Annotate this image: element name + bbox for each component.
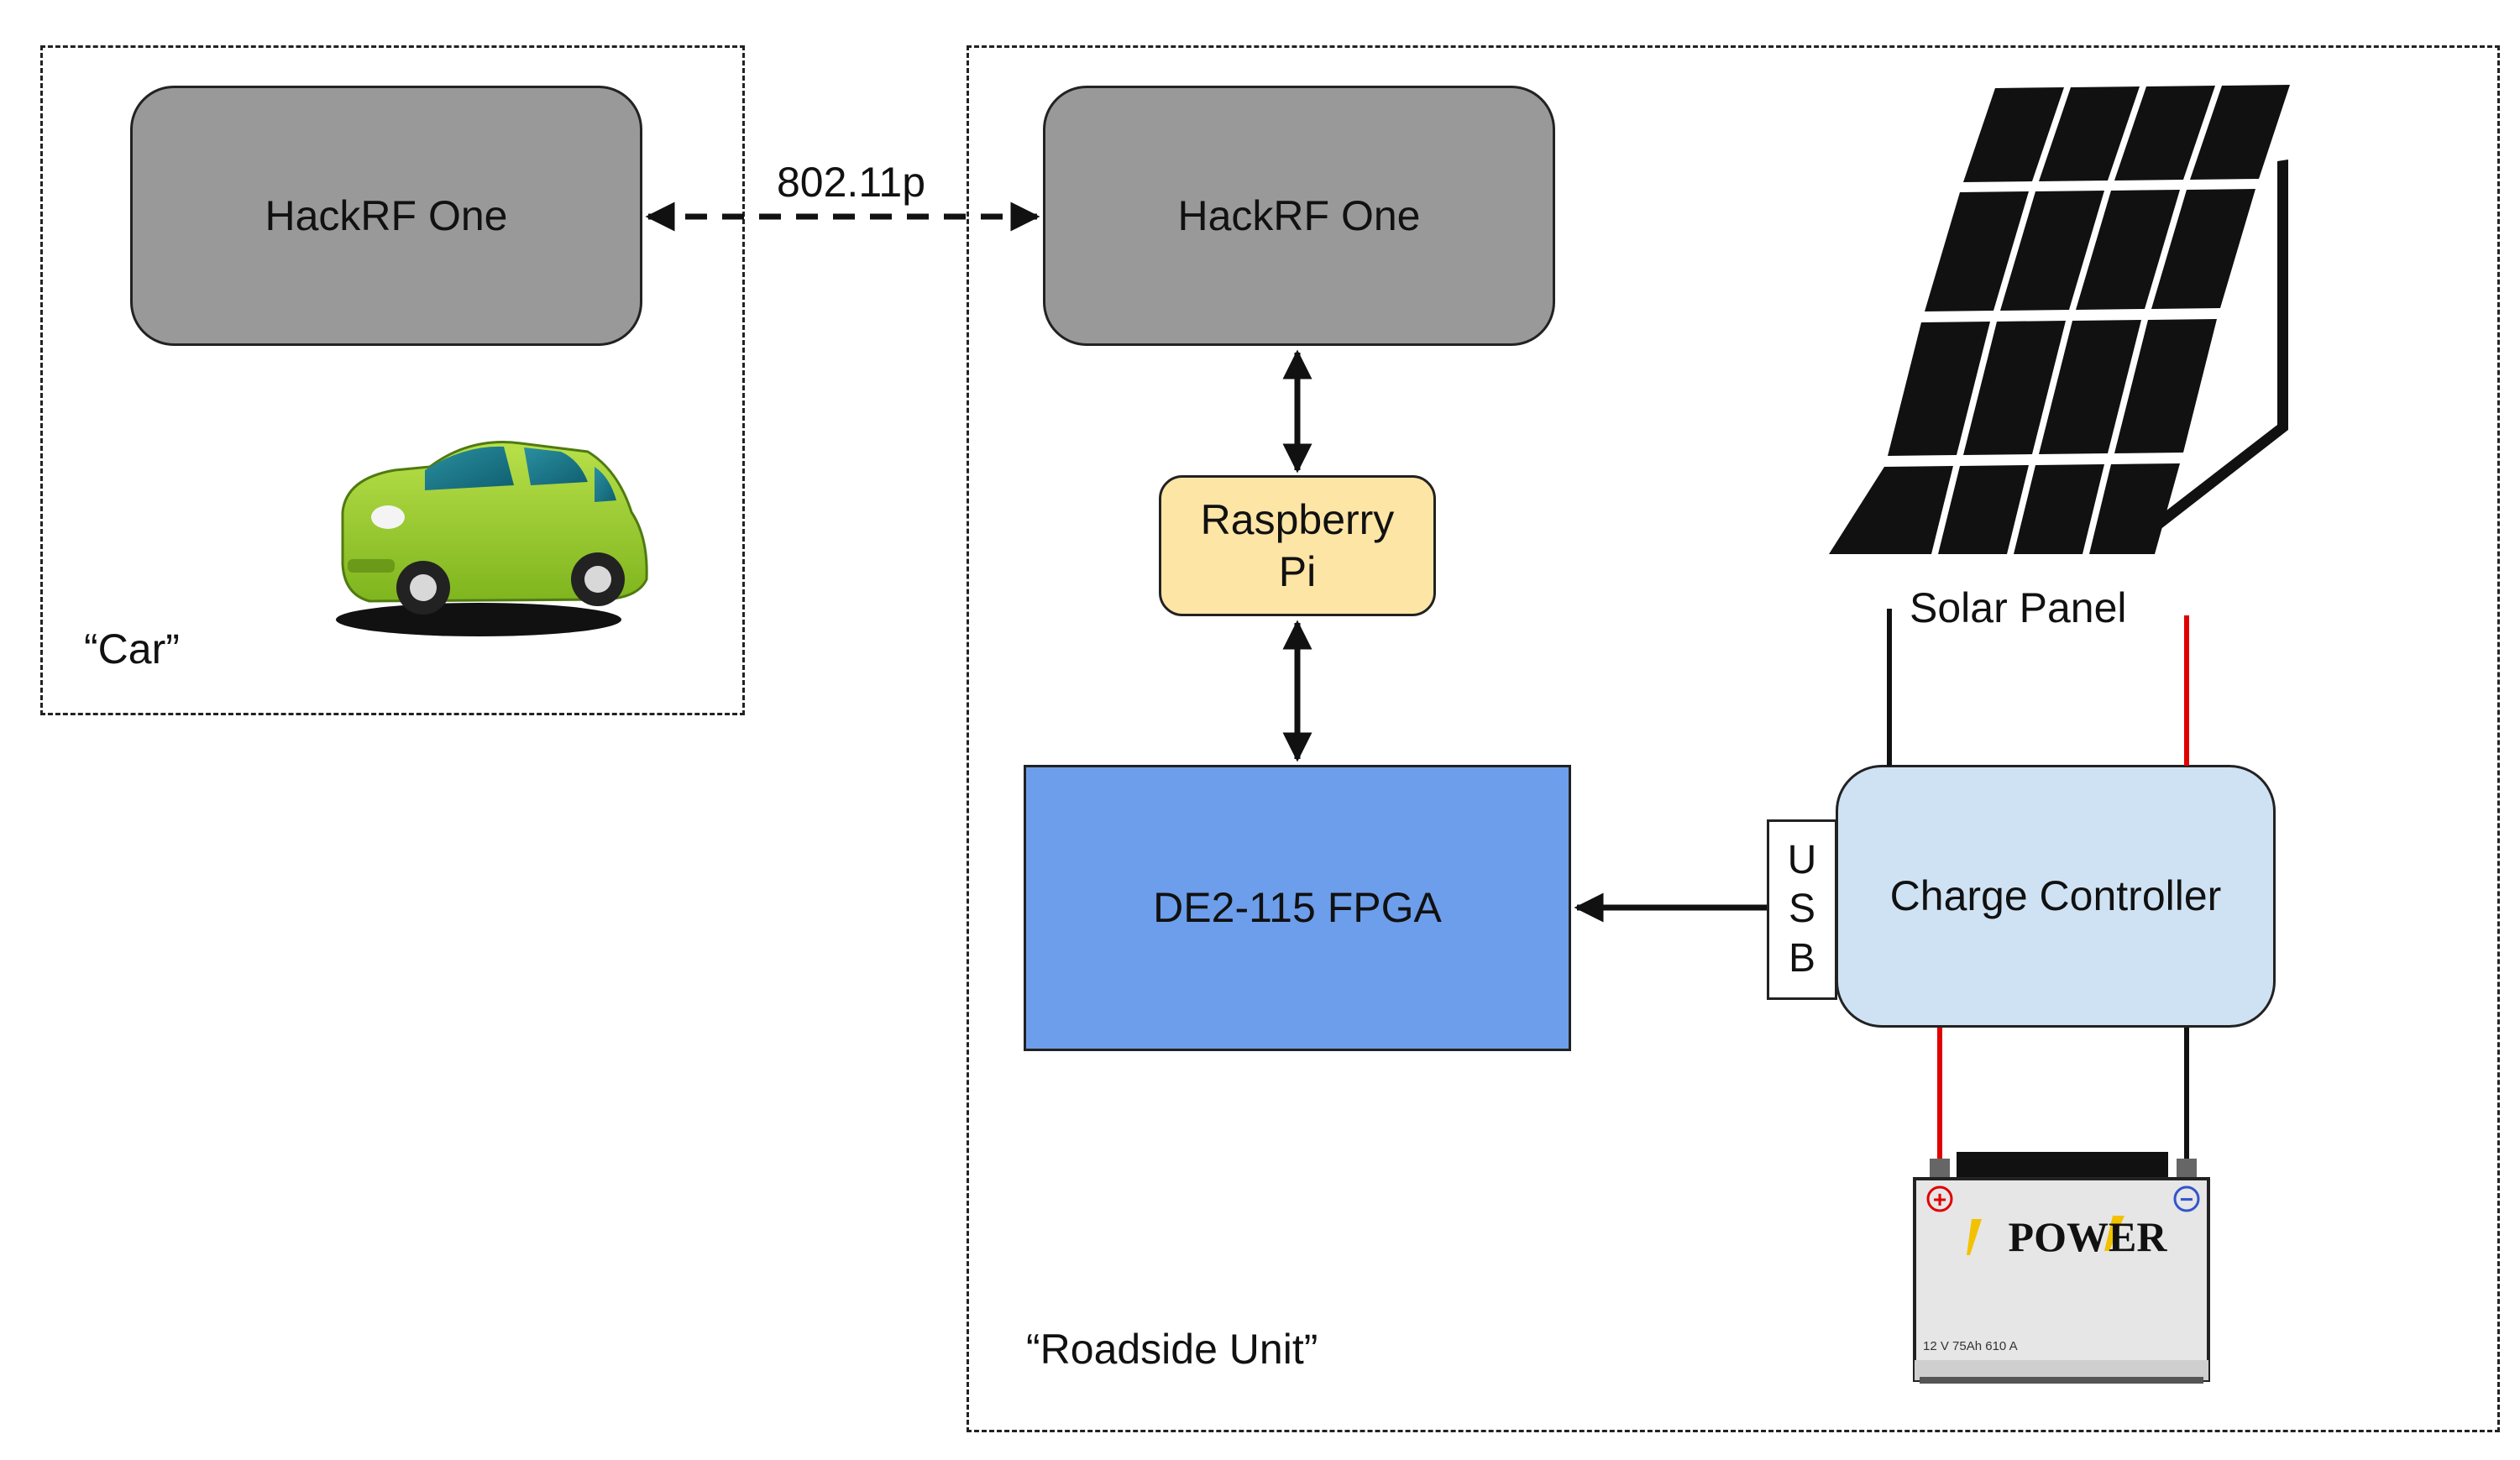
battery-plus-sign: + [1933,1186,1946,1212]
raspberry-pi-label-line1: Raspberry [1200,495,1395,543]
charge-controller-node: Charge Controller [1836,765,2276,1028]
battery-spec-label: 12 V 75Ah 610 A [1923,1339,2018,1353]
fpga-label: DE2-115 FPGA [1153,884,1442,932]
hackrf-one-roadside-node: HackRF One [1043,86,1555,346]
usb-letter-s: S [1788,887,1815,932]
hackrf-one-car-node: HackRF One [130,86,642,346]
battery-brand-label: POWER [2009,1213,2168,1260]
raspberry-pi-label-line2: Pi [1278,548,1317,595]
wireless-link-label: 802.11p [777,159,926,206]
usb-port: U S B [1767,819,1837,1000]
car-group [40,45,745,715]
charge-controller-label: Charge Controller [1889,872,2222,920]
car-group-label: “Car” [84,625,180,672]
usb-letter-u: U [1787,837,1817,882]
car-graphic [336,441,648,636]
solar-panel-graphic [1829,85,2290,554]
raspberry-pi-node: Raspberry Pi [1159,475,1436,616]
roadside-unit-group [967,45,2500,1432]
roadside-unit-group-label: “Roadside Unit” [1026,1326,1318,1373]
hackrf-one-roadside-label: HackRF One [1177,191,1421,239]
solar-panel-label: Solar Panel [1910,584,2127,631]
usb-letter-b: B [1788,935,1815,981]
fpga-node: DE2-115 FPGA [1024,765,1571,1051]
hackrf-one-car-label: HackRF One [265,191,508,239]
battery-minus-sign: − [2180,1186,2193,1212]
battery-graphic [1913,1152,2210,1384]
